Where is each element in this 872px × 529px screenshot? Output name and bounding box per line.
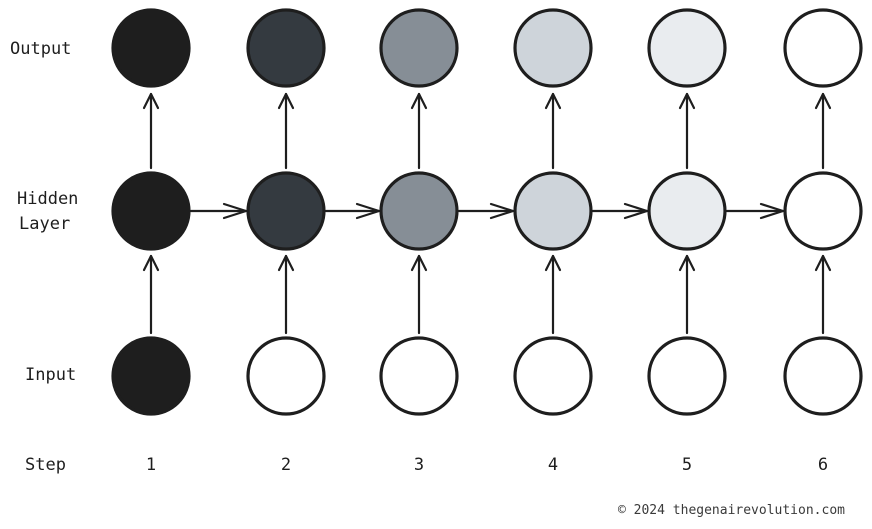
step-number-6: 6	[818, 455, 828, 475]
output-node-3	[379, 8, 459, 88]
hidden-row-label-line1: Hidden	[17, 189, 78, 209]
step-number-3: 3	[414, 455, 424, 475]
step-number-4: 4	[548, 455, 558, 475]
step-labels-layer: 1 2 3 4 5 6	[146, 455, 828, 475]
input-node-2	[246, 336, 326, 416]
output-node-1	[111, 8, 191, 88]
input-to-hidden-arrow-2	[277, 254, 295, 335]
input-to-hidden-arrow-4	[544, 254, 562, 335]
input-node-6	[783, 336, 863, 416]
input-node-5	[647, 336, 727, 416]
input-row-label: Input	[25, 365, 76, 385]
recurrent-arrow-2-3	[324, 202, 381, 220]
recurrent-arrow-5-6	[725, 202, 785, 220]
hidden-to-output-arrow-4	[544, 92, 562, 170]
recurrent-arrow-4-5	[591, 202, 649, 220]
step-row-label: Step	[25, 455, 66, 475]
hidden-node-3	[379, 171, 459, 251]
hidden-to-output-arrow-5	[678, 92, 696, 170]
step-number-5: 5	[682, 455, 692, 475]
input-to-hidden-arrow-6	[814, 254, 832, 335]
hidden-to-output-arrow-2	[277, 92, 295, 170]
input-to-hidden-arrow-5	[678, 254, 696, 335]
hidden-to-output-arrow-1	[142, 92, 160, 170]
hidden-node-6	[783, 171, 863, 251]
output-row-label: Output	[10, 39, 71, 59]
hidden-row-label-line2: Layer	[19, 214, 70, 234]
input-to-hidden-arrow-1	[142, 254, 160, 335]
hidden-node-2	[246, 171, 326, 251]
hidden-node-1	[111, 171, 191, 251]
input-node-3	[379, 336, 459, 416]
hidden-to-output-arrow-3	[410, 92, 428, 170]
hidden-to-output-arrow-6	[814, 92, 832, 170]
copyright-credit: © 2024 thegenairevolution.com	[618, 503, 845, 518]
step-number-1: 1	[146, 455, 156, 475]
input-to-hidden-arrow-3	[410, 254, 428, 335]
input-node-4	[513, 336, 593, 416]
output-node-5	[647, 8, 727, 88]
hidden-node-4	[513, 171, 593, 251]
recurrent-arrow-1-2	[189, 202, 248, 220]
output-node-4	[513, 8, 593, 88]
arrows-layer	[142, 92, 832, 335]
input-node-1	[111, 336, 191, 416]
recurrent-arrow-3-4	[457, 202, 515, 220]
nodes-layer	[111, 8, 863, 416]
step-number-2: 2	[281, 455, 291, 475]
output-node-2	[246, 8, 326, 88]
output-node-6	[783, 8, 863, 88]
hidden-node-5	[647, 171, 727, 251]
